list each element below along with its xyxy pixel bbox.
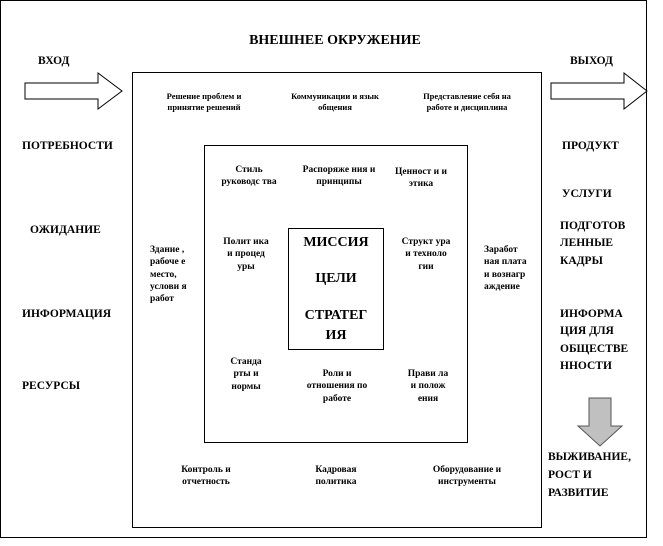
inner-top-values: Ценност и и этика xyxy=(395,167,447,190)
inner-right-rules: Прави ла и полож ения xyxy=(407,369,449,404)
input-needs: ПОТРЕБНОСТИ xyxy=(22,140,113,152)
inner-environment-box xyxy=(204,145,468,443)
outer-top-self-presentation: Представление себя на работе и дисциплин… xyxy=(423,91,511,113)
input-arrow xyxy=(24,72,123,110)
inner-left-standards: Станда рты и нормы xyxy=(230,357,262,392)
output-services: УСЛУГИ xyxy=(562,188,612,200)
inner-bottom-roles: Роли и отношения по работе xyxy=(306,369,368,404)
core-strategy: СТРАТЕГ ИЯ xyxy=(304,308,368,344)
outer-left-building: Здание , рабоче е место, услови я работ xyxy=(150,245,187,305)
result-arrow xyxy=(576,397,624,447)
diagram-title: ВНЕШНЕЕ ОКРУЖЕНИЕ xyxy=(249,33,421,48)
outer-top-decisions: Решение проблем и принятие решений xyxy=(166,91,242,113)
output-trained-staff: ПОДГОТОВ ЛЕННЫЕ КАДРЫ xyxy=(560,220,626,267)
input-information: ИНФОРМАЦИЯ xyxy=(22,308,112,320)
input-expectations: ОЖИДАНИЕ xyxy=(30,224,101,236)
outer-top-communication: Коммуникации и язык общения xyxy=(291,91,379,113)
input-resources: РЕСУРСЫ xyxy=(22,380,81,392)
inner-top-leadership: Стиль руководс тва xyxy=(221,165,277,188)
inner-left-policies: Полит ика и процед уры xyxy=(223,237,269,272)
diagram-frame xyxy=(0,0,647,538)
core-mission: МИССИЯ xyxy=(303,235,369,250)
output-label: ВЫХОД xyxy=(570,55,613,67)
outer-bottom-equipment: Оборудование и инструменты xyxy=(432,465,502,488)
outer-bottom-hr-policy: Кадровая политика xyxy=(315,465,357,488)
output-product: ПРОДУКТ xyxy=(562,140,619,152)
inner-right-structure: Структ ура и техноло гии xyxy=(401,237,451,272)
inner-top-orders: Распоряже ния и принципы xyxy=(302,165,376,188)
outer-environment-box xyxy=(132,72,542,528)
outer-right-salary: Заработ ная плата и вознагр аждение xyxy=(484,245,527,293)
outer-bottom-control: Контроль и отчетность xyxy=(181,465,231,488)
output-result: ВЫЖИВАНИЕ, РОСТ И РАЗВИТИЕ xyxy=(548,451,631,499)
core-goals: ЦЕЛИ xyxy=(315,271,357,286)
output-public-info: ИНФОРМА ЦИЯ ДЛЯ ОБЩЕСТВЕ ННОСТИ xyxy=(560,308,629,372)
input-label: ВХОД xyxy=(38,55,70,67)
core-box xyxy=(288,228,384,350)
output-arrow xyxy=(550,71,648,111)
